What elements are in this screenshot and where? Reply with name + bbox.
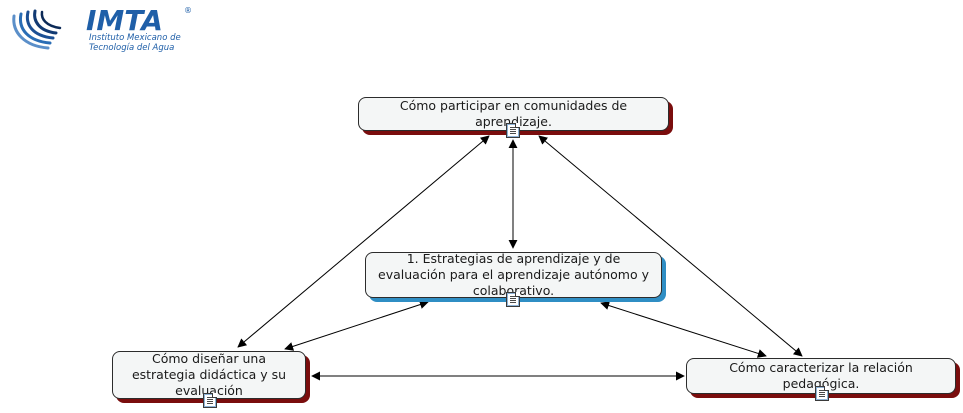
concept-node-center[interactable]: 1. Estrategias de aprendizaje y de evalu…: [365, 251, 662, 298]
connector-center-left: [284, 300, 429, 351]
logo-line1: Instituto Mexicano de: [89, 33, 181, 43]
concept-node-left-label: Cómo diseñar una estrategia didáctica y …: [131, 351, 287, 398]
logo-line2: Tecnología del Agua: [89, 43, 174, 53]
concept-node-top-label: Cómo participar en comunidades de aprend…: [399, 98, 628, 129]
imta-logo: IMTA ® Instituto Mexicano de Tecnología …: [12, 4, 192, 53]
concept-node-left[interactable]: Cómo diseñar una estrategia didáctica y …: [112, 351, 306, 399]
concept-node-center-label: 1. Estrategias de aprendizaje y de evalu…: [378, 251, 649, 298]
document-icon[interactable]: [506, 292, 520, 307]
concept-node-right[interactable]: Cómo caracterizar la relación pedagógica…: [686, 358, 956, 394]
logo-registered: ®: [184, 6, 192, 15]
connector-top-right: [538, 135, 803, 357]
connector-top-left: [237, 135, 490, 348]
logo-brand: IMTA: [86, 4, 163, 37]
concept-node-right-label: Cómo caracterizar la relación pedagógica…: [729, 360, 913, 391]
document-icon[interactable]: [506, 123, 520, 138]
document-icon[interactable]: [815, 386, 829, 401]
wave-swirl-icon: [12, 9, 62, 50]
connector-center-right: [600, 301, 767, 358]
document-icon[interactable]: [203, 393, 217, 408]
